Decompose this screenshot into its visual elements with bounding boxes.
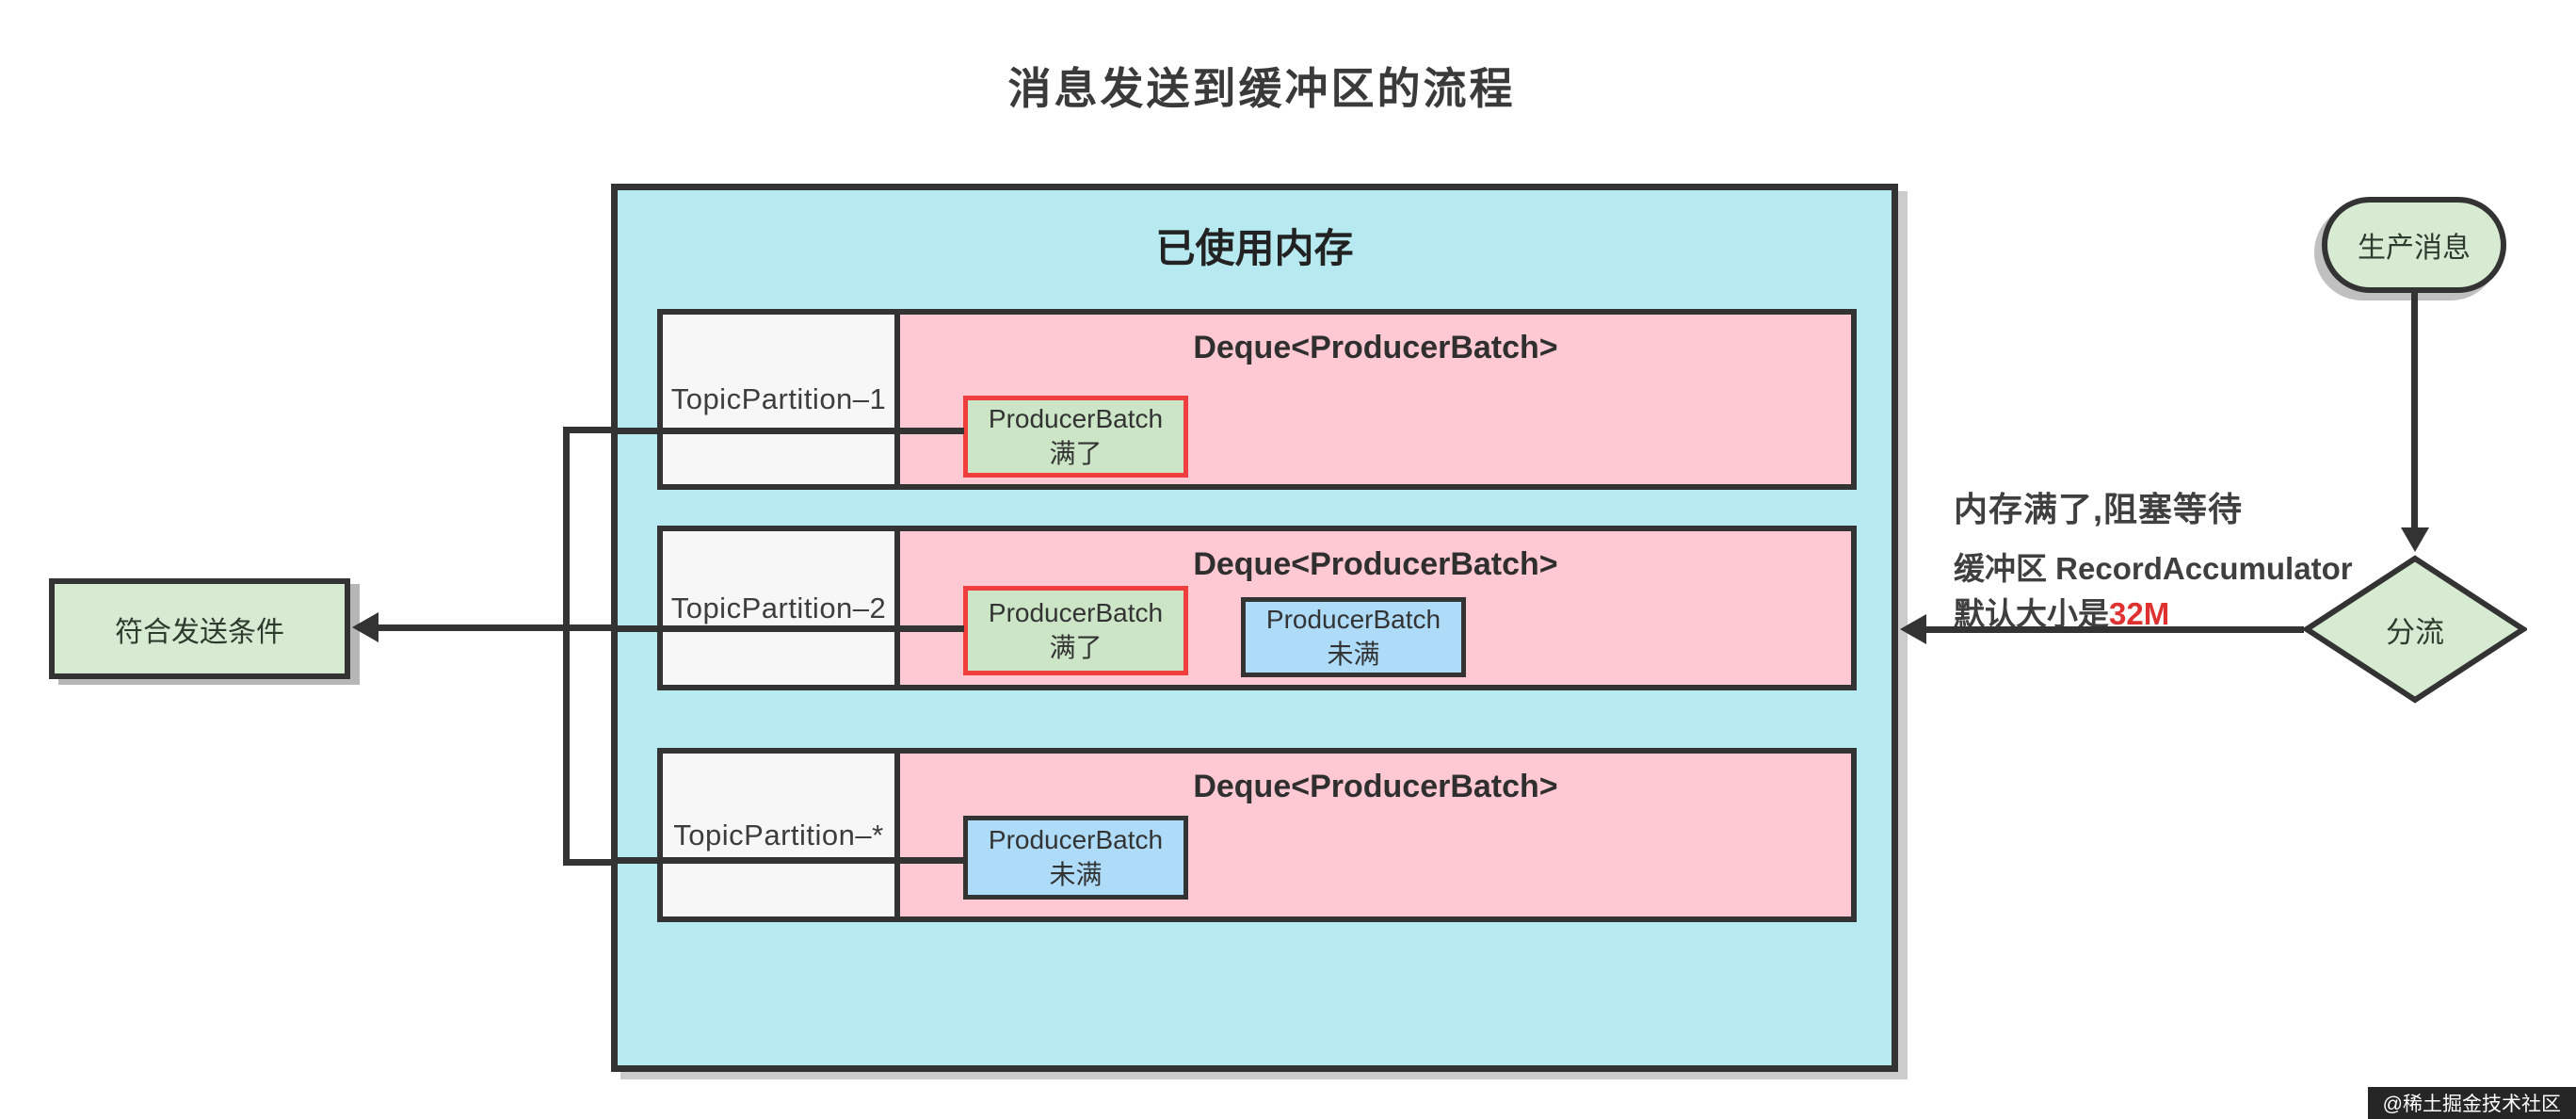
produce-message-node: 生产消息 bbox=[2322, 197, 2506, 293]
batch-label: ProducerBatch bbox=[988, 598, 1164, 628]
producer-batch-notfull: ProducerBatch 未满 bbox=[1241, 597, 1466, 677]
send-ready-node: 符合发送条件 bbox=[49, 578, 350, 679]
bracket-vertical-line bbox=[563, 427, 570, 866]
batch-label: ProducerBatch bbox=[988, 825, 1164, 855]
send-ready-label: 符合发送条件 bbox=[115, 616, 284, 648]
partition-box-1: TopicPartition–1 bbox=[657, 309, 900, 490]
buffer-arrowhead bbox=[1900, 614, 1926, 644]
split-to-buffer-line bbox=[1921, 626, 2304, 633]
diagram-title: 消息发送到缓冲区的流程 bbox=[1007, 64, 1516, 113]
annotation-buffer-size: 缓冲区 RecordAccumulator 默认大小是32M bbox=[1954, 546, 2353, 637]
deque-label: Deque<ProducerBatch> bbox=[1193, 769, 1558, 804]
batch-state: 满了 bbox=[1049, 438, 1103, 468]
partition-label: TopicPartition–* bbox=[673, 818, 884, 851]
producer-batch-full: ProducerBatch 满了 bbox=[963, 396, 1188, 478]
watermark-badge: @稀土掘金技术社区 bbox=[2367, 1087, 2576, 1119]
annotation-size-prefix: 默认大小是 bbox=[1954, 595, 2109, 631]
partition-label: TopicPartition–2 bbox=[670, 591, 887, 624]
batch-state: 未满 bbox=[1049, 859, 1103, 889]
annotation-memory-full: 内存满了,阻塞等待 bbox=[1954, 490, 2244, 528]
buffer-title: 已使用内存 bbox=[1155, 226, 1354, 270]
batch-state: 未满 bbox=[1327, 639, 1380, 669]
bracket-top-stub bbox=[563, 427, 618, 433]
split-label: 分流 bbox=[2386, 615, 2444, 649]
send-ready-line bbox=[375, 624, 618, 631]
partition-row-1: TopicPartition–1 Deque<ProducerBatch> Pr… bbox=[657, 309, 1857, 490]
partition-box-2: TopicPartition–2 bbox=[657, 526, 900, 690]
batch-label: ProducerBatch bbox=[988, 404, 1164, 434]
produce-message-label: 生产消息 bbox=[2358, 233, 2471, 264]
producer-batch-notfull: ProducerBatch 未满 bbox=[963, 816, 1188, 900]
deque-box-3: Deque<ProducerBatch> ProducerBatch 未满 bbox=[894, 748, 1857, 922]
batch-label: ProducerBatch bbox=[1265, 605, 1441, 635]
buffer-container: 已使用内存 TopicPartition–1 Deque<ProducerBat… bbox=[611, 184, 1898, 1072]
partition-label: TopicPartition–1 bbox=[670, 382, 887, 415]
deque-box-1: Deque<ProducerBatch> ProducerBatch 满了 bbox=[894, 309, 1857, 490]
diamond-shape bbox=[2301, 555, 2529, 704]
connector-row3-line bbox=[611, 857, 964, 864]
annotation-size-value: 32M bbox=[2109, 595, 2170, 631]
batch-state: 满了 bbox=[1049, 632, 1103, 662]
deque-box-2: Deque<ProducerBatch> ProducerBatch 满了 Pr… bbox=[894, 526, 1857, 690]
connector-row2-line bbox=[611, 625, 964, 632]
partition-box-3: TopicPartition–* bbox=[657, 748, 900, 922]
split-arrowhead bbox=[2401, 527, 2429, 552]
annotation-buffer-line: 缓冲区 RecordAccumulator bbox=[1954, 551, 2353, 586]
partition-row-2: TopicPartition–2 Deque<ProducerBatch> Pr… bbox=[657, 526, 1857, 690]
partition-row-3: TopicPartition–* Deque<ProducerBatch> Pr… bbox=[657, 748, 1857, 922]
send-ready-arrowhead bbox=[352, 612, 378, 642]
bracket-bottom-stub bbox=[563, 859, 618, 866]
connector-row1-line bbox=[611, 428, 964, 434]
split-diamond: 分流 bbox=[2301, 555, 2529, 704]
produce-to-split-line bbox=[2411, 293, 2418, 530]
producer-batch-full: ProducerBatch 满了 bbox=[963, 586, 1188, 675]
deque-label: Deque<ProducerBatch> bbox=[1193, 330, 1558, 365]
deque-label: Deque<ProducerBatch> bbox=[1193, 546, 1558, 582]
